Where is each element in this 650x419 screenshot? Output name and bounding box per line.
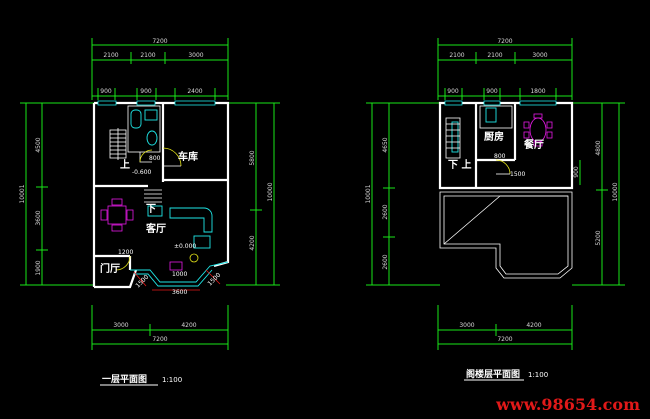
left-height-seg-1: 4500 [35, 137, 42, 152]
left-side-dimensions: 10001 4500 3600 1900 [19, 102, 94, 286]
right-height-total: 10001 [365, 184, 372, 203]
width-800: 800 [149, 155, 161, 162]
left-walls [92, 101, 230, 289]
left-opening-1: 900 [100, 88, 112, 95]
width-3600: 3600 [172, 289, 187, 296]
label-garage: 车库 [178, 150, 198, 163]
right-opening-1: 900 [447, 88, 459, 95]
right-right-total: 10000 [612, 182, 619, 201]
left-top-seg-3: 3000 [188, 52, 203, 59]
left-bottom-seg-2: 4200 [181, 322, 196, 329]
left-height-seg-2: 3600 [35, 210, 42, 225]
left-stair [109, 128, 127, 160]
level-zero: ±0.000 [174, 243, 196, 250]
left-foyer-items [115, 255, 221, 291]
left-right-dimensions: 5800 4200 10000 [226, 102, 280, 286]
right-height-seg-3: 2600 [382, 254, 389, 269]
left-bathroom [127, 105, 161, 163]
left-sofa [147, 205, 213, 263]
right-width-1500: 1500 [510, 171, 525, 178]
right-plan-scale: 1:100 [528, 371, 548, 379]
left-bottom-total: 7200 [152, 336, 167, 343]
label-dining: 餐厅 [523, 138, 544, 151]
right-width-800: 800 [494, 153, 506, 160]
left-top-seg-1: 2100 [103, 52, 118, 59]
right-right-seg-1: 4800 [595, 140, 602, 155]
right-top-dimensions: 7200 2100 2100 3000 900 900 1800 [437, 38, 573, 100]
right-top-seg-1: 2100 [449, 52, 464, 59]
right-stair [445, 117, 461, 159]
label-stair-down: 下 [146, 203, 156, 215]
left-top-seg-2: 2100 [140, 52, 155, 59]
right-top-windows [444, 100, 557, 106]
right-height-seg-2: 2600 [382, 204, 389, 219]
left-right-seg-1: 5800 [249, 150, 256, 165]
left-top-dimensions: 7200 2100 2100 3000 900 900 2400 [91, 38, 229, 100]
right-bottom-seg-2: 4200 [526, 322, 541, 329]
right-left-dimensions: 10001 4650 2600 2600 [365, 102, 440, 286]
left-height-seg-3: 1900 [35, 260, 42, 275]
left-plan-title: 一层平面图 [102, 374, 147, 385]
left-bottom-dimensions: 3000 4200 7200 [91, 305, 229, 350]
width-1200: 1200 [118, 249, 133, 256]
left-opening-2: 900 [140, 88, 152, 95]
right-bottom-total: 7200 [497, 336, 512, 343]
label-stair-up: 上 [120, 158, 130, 171]
label-stair-down-up: 下 上 [448, 158, 471, 171]
right-opening-3: 1800 [530, 88, 545, 95]
label-foyer: 门厅 [100, 262, 120, 275]
right-floor-plan: 7200 2100 2100 3000 900 900 1800 10001 4… [365, 38, 625, 381]
watermark: www.98654.com [495, 395, 640, 414]
level-negative: -0.600 [132, 169, 152, 176]
left-top-total: 7200 [152, 38, 167, 45]
right-right-seg-2: 5200 [595, 230, 602, 245]
left-right-seg-2: 4200 [249, 235, 256, 250]
right-kitchen-fixtures [479, 105, 513, 175]
left-opening-3: 2400 [187, 88, 202, 95]
left-height-total: 10001 [19, 184, 26, 203]
right-dining-table [523, 113, 553, 147]
right-height-seg-1: 4650 [382, 137, 389, 152]
right-right-small: 900 [573, 166, 580, 178]
left-right-total: 10000 [267, 182, 274, 201]
right-right-dimensions: 4800 5200 10000 900 [572, 102, 625, 286]
right-top-total: 7200 [497, 38, 512, 45]
left-floor-plan: 7200 2100 2100 3000 900 900 2400 10001 4… [19, 38, 280, 386]
left-garage-door [162, 147, 182, 167]
width-1000: 1000 [172, 271, 187, 278]
right-plan-title: 阁楼层平面图 [466, 368, 520, 380]
right-opening-2: 900 [486, 88, 498, 95]
left-top-windows [97, 100, 216, 106]
right-bottom-dimensions: 3000 4200 7200 [437, 305, 573, 350]
left-dining-table [100, 198, 134, 232]
right-top-seg-3: 3000 [532, 52, 547, 59]
left-bottom-seg-1: 3000 [113, 322, 128, 329]
label-living-room: 客厅 [145, 222, 166, 235]
right-top-seg-2: 2100 [487, 52, 502, 59]
left-plan-scale: 1:100 [162, 376, 182, 384]
label-kitchen: 厨房 [484, 130, 504, 143]
right-bottom-seg-1: 3000 [459, 322, 474, 329]
left-entry-steps [144, 189, 162, 203]
